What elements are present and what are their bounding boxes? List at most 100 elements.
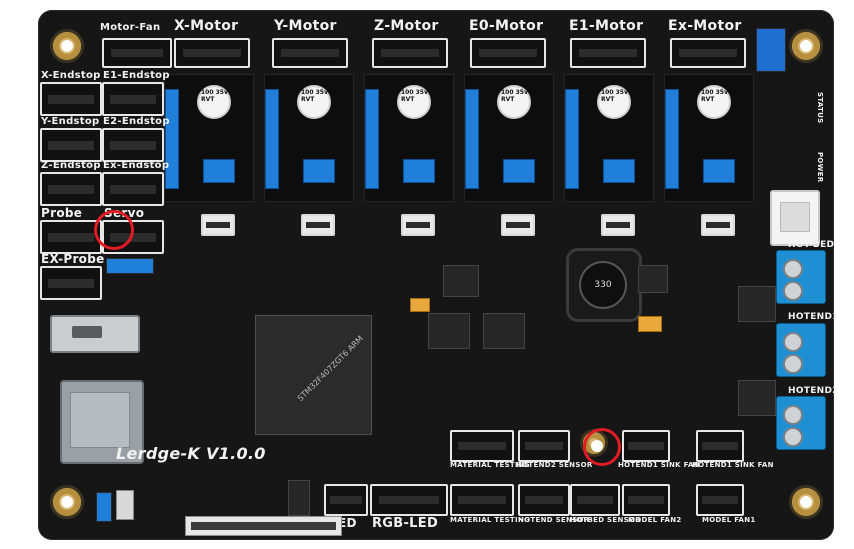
small-connector-3: [401, 214, 435, 236]
jumper-pins-top-right: [756, 28, 786, 72]
probe-connector: [40, 220, 102, 254]
small-connector-1: [201, 214, 235, 236]
y-motor-connector: [272, 38, 348, 68]
label-hotend2-sensor: HOTEND2 SENSOR: [516, 461, 593, 469]
small-connector-5: [601, 214, 635, 236]
label-hotend-sink-fan-2: HOTEND1 SINK FAN: [692, 461, 774, 469]
ic-3: [483, 313, 525, 349]
stepper-driver-z: 100 35v RVT: [364, 74, 454, 202]
ic-4: [638, 265, 668, 293]
board-name-label: Lerdge-K V1.0.0: [116, 444, 266, 463]
ex-probe-connector: [40, 266, 102, 300]
material-testing-bottom-connector: [450, 484, 514, 516]
label-status: STATUS: [816, 92, 824, 124]
small-ic-bottom: [288, 480, 310, 516]
label-e1-endstop: E1-Endstop: [103, 70, 170, 81]
hotend-sensor-connector: [518, 484, 570, 516]
mcu-chip: STM32F407ZGT6 ARM: [255, 315, 372, 435]
power-input-connector: [770, 190, 820, 246]
model-fan2-connector: [622, 484, 670, 516]
label-e1-motor: E1-Motor: [569, 18, 644, 34]
model-fan1-connector: [696, 484, 744, 516]
hotend-sink-fan-connector-1: [622, 430, 670, 462]
led-connector: [324, 484, 368, 516]
e2-endstop-connector: [102, 128, 164, 162]
label-motor-fan: Motor-Fan: [100, 22, 161, 33]
label-x-endstop: X-Endstop: [41, 70, 101, 81]
small-connector-4: [501, 214, 535, 236]
e0-motor-connector: [470, 38, 546, 68]
label-probe: Probe: [41, 206, 83, 220]
mainboard: Motor-Fan X-Motor Y-Motor Z-Motor E0-Mot…: [38, 10, 839, 540]
terminal-hotend2: [776, 396, 826, 450]
z-motor-connector: [372, 38, 448, 68]
label-hot-bed: HOT-BED: [788, 240, 835, 250]
label-z-motor: Z-Motor: [374, 18, 439, 34]
bottom-left-jumper: [96, 492, 112, 522]
z-endstop-connector: [40, 172, 102, 206]
ex-motor-connector: [670, 38, 746, 68]
mounting-hole-bottom-right: [792, 488, 820, 516]
highlight-servo: [94, 210, 134, 250]
mcu-label: STM32F407ZGT6 ARM: [295, 333, 365, 404]
label-rgb-led: RGB-LED: [372, 516, 439, 531]
small-connector-2: [301, 214, 335, 236]
label-y-motor: Y-Motor: [274, 18, 337, 34]
mounting-hole-top-right: [792, 32, 820, 60]
label-z-endstop: Z-Endstop: [41, 160, 101, 171]
rgb-led-connector: [370, 484, 448, 516]
label-x-motor: X-Motor: [174, 18, 239, 34]
hotbed-sensor-connector: [570, 484, 620, 516]
y-endstop-connector: [40, 128, 102, 162]
ffc-connector: [185, 516, 342, 536]
ic-5: [738, 286, 776, 322]
fuse-1: [410, 298, 430, 312]
label-hotend-sensor: HOTEND SENSOR: [518, 516, 590, 524]
label-y-endstop: Y-Endstop: [41, 116, 100, 127]
inductor: 330: [566, 248, 642, 322]
sd-card-slot: [60, 380, 144, 464]
stepper-driver-e1: 100 35v RVT: [564, 74, 654, 202]
label-model-fan1: MODEL FAN1: [702, 516, 756, 524]
highlight-standoff: [583, 428, 621, 466]
stepper-driver-x: 100 35v RVT: [164, 74, 254, 202]
ex-endstop-connector: [102, 172, 164, 206]
label-hotend-sink-fan-1: HOTEND1 SINK FAN: [618, 461, 700, 469]
mounting-hole-bottom-left: [53, 488, 81, 516]
terminal-hotend1: [776, 323, 826, 377]
fuse-2: [638, 316, 662, 332]
e1-motor-connector: [570, 38, 646, 68]
label-ex-motor: Ex-Motor: [668, 18, 742, 34]
ic-6: [738, 380, 776, 416]
stepper-driver-ex: 100 35v RVT: [664, 74, 754, 202]
ic-1: [443, 265, 479, 297]
hotend-sink-fan-connector-2: [696, 430, 744, 462]
label-e2-endstop: E2-Endstop: [103, 116, 170, 127]
label-hotend1: HOTEND1: [788, 312, 839, 322]
label-e0-motor: E0-Motor: [469, 18, 544, 34]
label-material-testing-bottom: MATERIAL TESTING: [450, 516, 531, 524]
label-power: POWER: [816, 152, 824, 183]
x-endstop-connector: [40, 82, 102, 116]
mounting-hole-top-left: [53, 32, 81, 60]
usb-port: [50, 315, 140, 353]
reset-button: [116, 490, 134, 520]
x-motor-connector: [174, 38, 250, 68]
small-connector-6: [701, 214, 735, 236]
motor-fan-connector: [102, 38, 172, 68]
jumper-pins-left: [106, 258, 154, 274]
inductor-label: 330: [579, 261, 627, 309]
e1-endstop-connector: [102, 82, 164, 116]
hotend2-sensor-connector: [518, 430, 570, 462]
material-testing-top-connector: [450, 430, 514, 462]
label-model-fan2: MODEL FAN2: [628, 516, 682, 524]
label-ex-probe: EX-Probe: [41, 252, 105, 266]
ic-2: [428, 313, 470, 349]
label-hotbed-sensor: HOTBED SENSOR: [570, 516, 641, 524]
terminal-hot-bed: [776, 250, 826, 304]
stepper-driver-y: 100 35v RVT: [264, 74, 354, 202]
label-hotend2: HOTEND2: [788, 386, 839, 396]
stepper-driver-e0: 100 35v RVT: [464, 74, 554, 202]
label-material-testing-top: MATERIAL TESTING: [450, 461, 531, 469]
label-ex-endstop: Ex-Endstop: [103, 160, 170, 171]
